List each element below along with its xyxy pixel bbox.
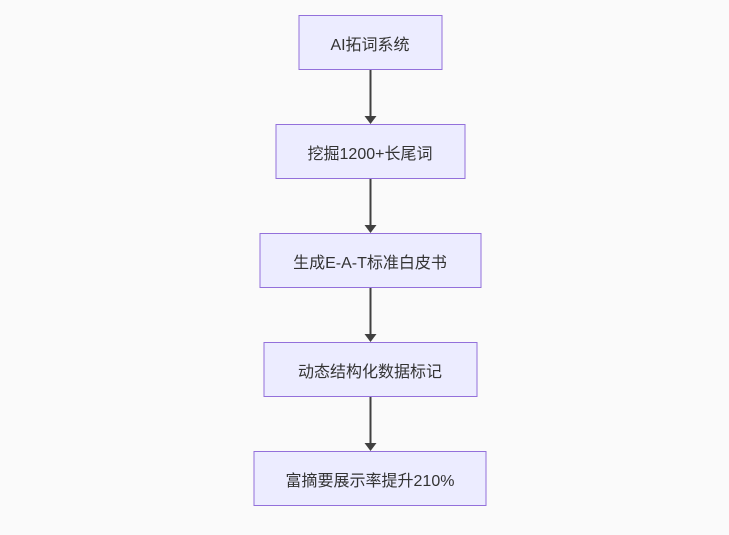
flow-node-rich-snippet-rate: 富摘要展示率提升210% bbox=[253, 451, 487, 506]
flowchart-canvas: AI拓词系统 挖掘1200+长尾词 生成E-A-T标准白皮书 动态结构化数据标记… bbox=[253, 15, 487, 506]
flow-node-eat-whitepaper: 生成E-A-T标准白皮书 bbox=[259, 233, 481, 288]
flow-node-label: 富摘要展示率提升210% bbox=[285, 472, 455, 490]
arrow-down-icon bbox=[364, 116, 376, 124]
edge-line bbox=[369, 397, 371, 445]
flow-node-label: 挖掘1200+长尾词 bbox=[307, 145, 433, 163]
edge-line bbox=[369, 179, 371, 227]
flow-node-structured-data-markup: 动态结构化数据标记 bbox=[263, 342, 477, 397]
flow-edge-2-3 bbox=[364, 179, 376, 233]
flow-node-label: 生成E-A-T标准白皮书 bbox=[293, 254, 447, 272]
arrow-down-icon bbox=[364, 334, 376, 342]
flow-edge-3-4 bbox=[364, 288, 376, 342]
flow-node-label: AI拓词系统 bbox=[330, 36, 410, 54]
arrow-down-icon bbox=[364, 443, 376, 451]
edge-line bbox=[369, 288, 371, 336]
flow-node-longtail-keywords: 挖掘1200+长尾词 bbox=[275, 124, 465, 179]
arrow-down-icon bbox=[364, 225, 376, 233]
flow-node-ai-keyword-system: AI拓词系统 bbox=[298, 15, 442, 70]
flow-edge-1-2 bbox=[364, 70, 376, 124]
flow-node-label: 动态结构化数据标记 bbox=[297, 363, 442, 381]
flow-edge-4-5 bbox=[364, 397, 376, 451]
edge-line bbox=[369, 70, 371, 118]
